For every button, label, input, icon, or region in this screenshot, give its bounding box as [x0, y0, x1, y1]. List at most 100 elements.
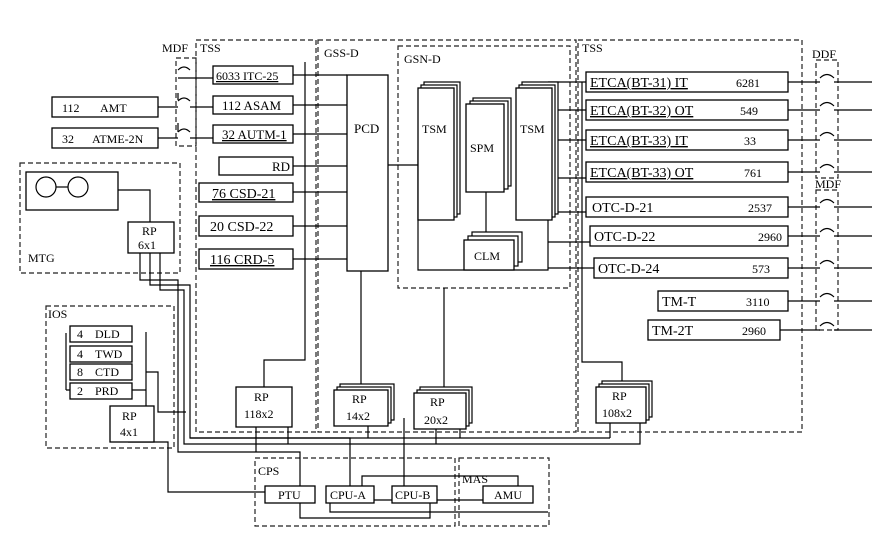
- mtg-region: [19, 162, 181, 274]
- mdf-left-title: MDF: [162, 41, 188, 55]
- tss-right-unit-5: [589, 225, 789, 247]
- tss-right-unit-7-name: TM-T: [662, 295, 697, 310]
- tss-right-unit-2: [585, 129, 789, 151]
- ios-unit-2-name: CTD: [95, 365, 119, 379]
- rp-gss-line2: 14x2: [346, 409, 370, 423]
- amt-name: AMT: [100, 101, 127, 115]
- ios-unit-3-name: PRD: [95, 384, 119, 398]
- spm-box: [465, 103, 505, 193]
- amu-box: [482, 485, 534, 504]
- mdf-right-title: MDF: [815, 177, 841, 191]
- tss-right-unit-1: [585, 99, 789, 121]
- mas-title: MAS: [462, 472, 488, 486]
- pcd-box: [346, 74, 389, 272]
- ddf-mdf-right-jumpers: [819, 73, 835, 327]
- atme-count: 32: [62, 132, 74, 146]
- tsm-left-box: [417, 87, 455, 221]
- mdf-right-region: [815, 189, 839, 331]
- tss-right-units: ETCA(BT-31) IT 6281 ETCA(BT-32) OT 549 E…: [585, 71, 789, 341]
- rp-gss-line1: RP: [352, 392, 367, 406]
- tss-left-unit-0-label: 6033 ITC-25: [216, 69, 278, 83]
- cpu-b-label: CPU-B: [395, 488, 430, 502]
- rp-blocks: RP 118x2 RP 14x2 RP 20x2 RP 108x2: [235, 380, 653, 430]
- ios-unit-3-count: 2: [77, 384, 83, 398]
- tss-left-unit-4-label: 76 CSD-21: [212, 187, 275, 202]
- tss-left-unit-2-label: 32 AUTM-1: [222, 127, 287, 142]
- ios-block: 4 DLD 4 TWD 8 CTD 2 PRD RP 4x1: [69, 325, 155, 443]
- ios-unit-1-name: TWD: [95, 347, 123, 361]
- rp-ios-box: [109, 405, 155, 443]
- tss-right-unit-6: [593, 257, 789, 279]
- mdf-left-jumpers: [177, 66, 191, 133]
- tss-right-unit-1-count: 549: [740, 104, 758, 118]
- rp-tss-right-line1: RP: [612, 389, 627, 403]
- tss-right-unit-2-count: 33: [744, 134, 756, 148]
- tss-right-unit-0-name: ETCA(BT-31) IT: [590, 76, 688, 91]
- mdf-left-region: [175, 57, 197, 147]
- amu-label: AMU: [494, 488, 522, 502]
- ios-unit-2: [69, 363, 133, 381]
- rp-gsn-line2: 20x2: [424, 413, 448, 427]
- tss-right-unit-8: [647, 319, 781, 341]
- tss-left-unit-3: [218, 156, 294, 176]
- cps-mas-blocks: PTU CPU-A CPU-B AMU: [264, 485, 534, 504]
- mtg-title: MTG: [28, 251, 55, 265]
- tsm-right-label: TSM: [520, 122, 545, 136]
- tss-right-unit-1-name: ETCA(BT-32) OT: [590, 104, 694, 119]
- tss-right-unit-0-count: 6281: [736, 76, 760, 90]
- tss-right-unit-6-name: OTC-D-24: [598, 262, 659, 277]
- tss-right-unit-6-count: 573: [752, 262, 770, 276]
- rp-tss-left-line2: 118x2: [244, 407, 274, 421]
- tss-left-units: 6033 ITC-25 112 ASAM 32 AUTM-1 RD 76 CSD…: [198, 65, 294, 270]
- mtg-block: RP 6x1: [25, 171, 175, 254]
- tss-right-unit-7: [657, 290, 789, 312]
- tss-left-unit-5-label: 20 CSD-22: [210, 220, 273, 235]
- tss-left-unit-6-label: 116 CRD-5: [210, 253, 274, 268]
- ptu-label: PTU: [278, 488, 301, 502]
- ios-unit-0-name: DLD: [95, 327, 120, 341]
- ios-unit-0: [69, 325, 133, 343]
- tss-right-unit-5-count: 2960: [758, 230, 782, 244]
- cpu-b-box: [391, 485, 438, 504]
- tape-reel-left-icon: [35, 176, 57, 198]
- tss-right-unit-3: [585, 161, 789, 183]
- ios-unit-2-count: 8: [77, 365, 83, 379]
- ddf-region: [815, 59, 839, 179]
- rp-mtg-line1: RP: [142, 224, 157, 238]
- tss-right-unit-8-name: TM-2T: [652, 324, 694, 339]
- cps-title: CPS: [258, 464, 279, 478]
- ios-unit-3: [69, 382, 133, 400]
- tss-left-title: TSS: [200, 41, 221, 55]
- atme-name: ATME-2N: [92, 132, 144, 146]
- tss-left-unit-1: [212, 95, 294, 115]
- tss-left-unit-6: [198, 248, 294, 270]
- gss-d-title: GSS-D: [324, 46, 359, 60]
- tss-right-unit-0: [585, 71, 789, 93]
- clm-label: CLM: [474, 249, 500, 263]
- tape-reel-right-icon: [67, 176, 89, 198]
- tsm-left-label: TSM: [422, 122, 447, 136]
- pcd-block: PCD: [346, 74, 389, 272]
- rp-tss-left-box: [235, 386, 293, 428]
- tss-left-unit-1-label: 112 ASAM: [222, 98, 282, 113]
- atme-box: [51, 127, 159, 149]
- ios-region: [45, 305, 175, 449]
- clm-box: [463, 239, 515, 271]
- tss-left-unit-5: [198, 215, 294, 237]
- tss-left-unit-2: [212, 124, 294, 144]
- tss-left-unit-3-label: RD: [272, 159, 290, 174]
- ptu-box: [264, 485, 316, 504]
- amt-count: 112: [62, 101, 80, 115]
- gsn-d-title: GSN-D: [404, 52, 441, 66]
- cpu-a-label: CPU-A: [330, 488, 366, 502]
- tss-left-unit-0: [212, 65, 294, 85]
- external-equipment: 112 AMT 32 ATME-2N: [51, 96, 159, 149]
- rp-mtg-box: [127, 221, 175, 254]
- rp-gsn-line1: RP: [430, 395, 445, 409]
- rp-gss-box: [333, 389, 389, 427]
- tss-right-unit-3-count: 761: [744, 166, 762, 180]
- rp-gsn-box: [413, 392, 467, 430]
- tss-right-unit-5-name: OTC-D-22: [594, 230, 655, 245]
- ios-title: IOS: [48, 307, 67, 321]
